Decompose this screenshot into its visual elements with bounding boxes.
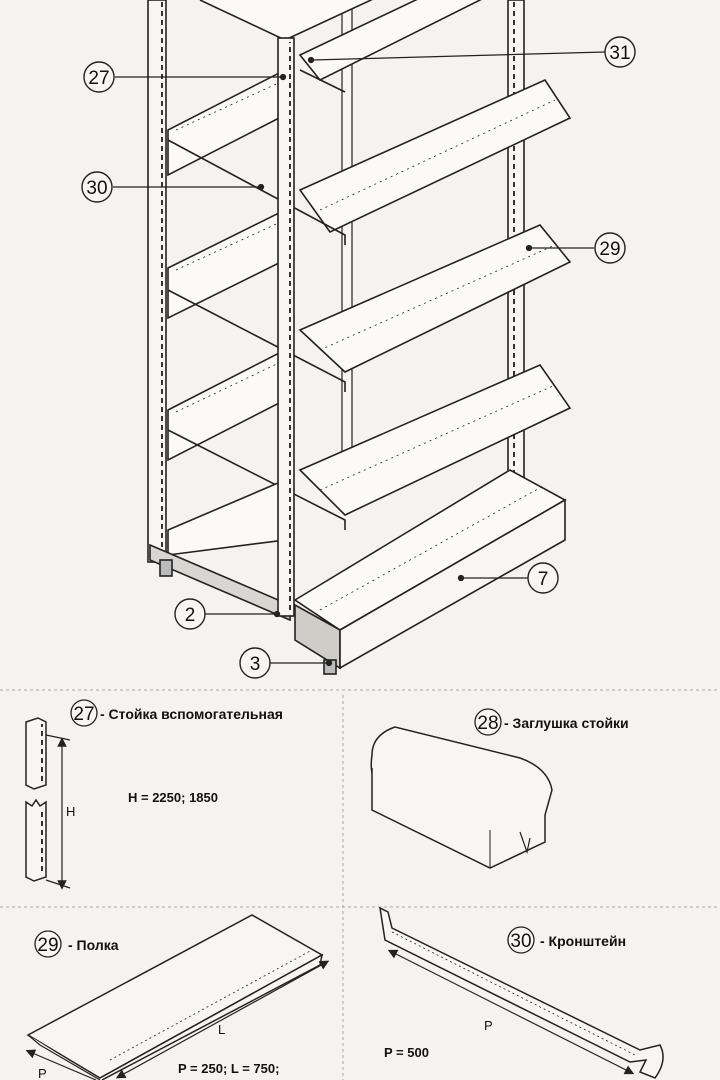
- svg-text:- Заглушка стойки: - Заглушка стойки: [504, 715, 629, 731]
- svg-text:29: 29: [37, 935, 58, 956]
- svg-text:P: P: [484, 1018, 493, 1033]
- svg-text:30: 30: [86, 178, 107, 199]
- shelf-level-4: [167, 348, 572, 530]
- svg-text:27: 27: [88, 68, 109, 89]
- svg-text:H: H: [66, 804, 75, 819]
- callout-3: 3: [239, 647, 271, 679]
- panel-dividers: [0, 689, 720, 1080]
- left-upright: [147, 0, 167, 563]
- panel-shelf-29: 29 - Полка L P P = 250; L = 750;: [25, 914, 330, 1080]
- shelf-level-1: [199, 0, 482, 93]
- shelf-level-2: [167, 68, 572, 245]
- callout-31: 31: [604, 36, 636, 68]
- height-dimension: [45, 734, 71, 890]
- svg-text:2: 2: [185, 605, 196, 626]
- svg-text:P = 250; L = 750;: P = 250; L = 750;: [178, 1061, 279, 1076]
- leader-lines: [113, 51, 606, 667]
- callout-2: 2: [174, 598, 206, 630]
- svg-text:P = 500: P = 500: [384, 1045, 429, 1060]
- front-center-upright: [277, 37, 295, 617]
- svg-text:P: P: [38, 1066, 47, 1080]
- panel-bracket-30: 30 - Кронштейн P P = 500: [379, 906, 664, 1079]
- svg-text:- Стойка вспомогательная: - Стойка вспомогательная: [100, 706, 283, 722]
- callout-27: 27: [83, 61, 115, 93]
- svg-text:29: 29: [599, 239, 620, 260]
- shelving-unit-drawing: [147, 0, 572, 675]
- svg-text:30: 30: [510, 931, 531, 952]
- callout-29: 29: [594, 232, 626, 264]
- svg-text:28: 28: [477, 713, 498, 734]
- svg-text:27: 27: [73, 704, 94, 725]
- svg-text:7: 7: [538, 569, 549, 590]
- base-plinth: [149, 498, 566, 675]
- callout-7: 7: [527, 562, 559, 594]
- callout-30: 30: [81, 171, 113, 203]
- shelf-level-3: [167, 208, 572, 392]
- svg-text:- Кронштейн: - Кронштейн: [540, 933, 626, 949]
- length-dimension: [115, 960, 330, 1079]
- bracket-length-dimension: [387, 949, 635, 1075]
- svg-text:- Полка: - Полка: [68, 937, 119, 953]
- end-cap-drawing: [370, 726, 553, 869]
- svg-text:L: L: [218, 1022, 225, 1037]
- svg-text:H = 2250; 1850: H = 2250; 1850: [128, 790, 218, 805]
- depth-dimension: [25, 1049, 97, 1080]
- panel-end-cap-28: 28 - Заглушка стойки: [370, 708, 629, 869]
- svg-text:3: 3: [250, 654, 261, 675]
- svg-text:31: 31: [609, 43, 630, 64]
- upright-part-drawing: [25, 717, 47, 882]
- panel-upright-27: 27 - Стойка вспомогательная H H = 2250; …: [25, 699, 283, 890]
